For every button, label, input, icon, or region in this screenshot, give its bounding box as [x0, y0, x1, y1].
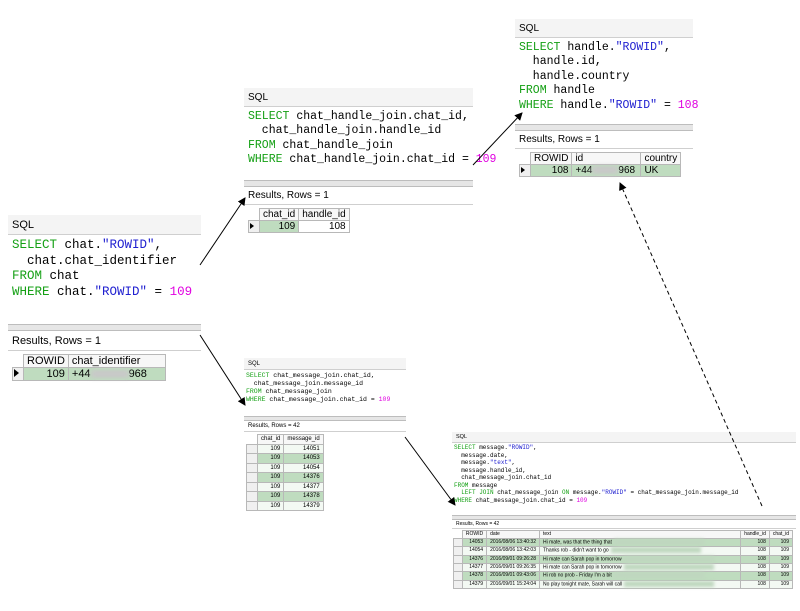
chat-message-join-panel: SQL SELECT chat_message_join.chat_id, ch…	[244, 358, 406, 513]
sql-line: FROM chat_handle_join	[248, 138, 393, 152]
table-cell[interactable]: Hi mate can Sarah pop in tomorrow	[538, 562, 742, 573]
message-query-panel: SQL SELECT message."ROWID", message.date…	[452, 432, 796, 605]
handle-query-panel: SQL SELECT handle."ROWID", handle.id, ha…	[515, 19, 699, 177]
sql-line: SELECT chat_message_join.chat_id,	[246, 372, 375, 379]
sql-line: chat_message_join.chat_id	[454, 474, 552, 481]
table-cell[interactable]: 109	[256, 500, 285, 511]
sql-editor[interactable]: SELECT chat."ROWID", chat.chat_identifie…	[8, 235, 201, 324]
column-header[interactable]: country	[640, 152, 682, 165]
table-row[interactable]: 109 108	[248, 220, 350, 233]
arrow-handle-join-to-handle	[472, 112, 523, 166]
row-pointer-icon	[14, 369, 19, 377]
arrow-message-to-handle	[619, 182, 763, 507]
sql-label: SQL	[244, 88, 473, 107]
sql-editor[interactable]: SELECT chat_message_join.chat_id, chat_m…	[244, 370, 406, 416]
sql-line: SELECT chat_handle_join.chat_id,	[248, 110, 469, 123]
arrow-chat-to-handle-join	[199, 197, 246, 266]
cell-chat-id[interactable]: 109	[258, 220, 300, 233]
cell-rowid[interactable]: 109	[23, 367, 69, 381]
arrow-message-join-to-message	[404, 436, 456, 506]
sql-line: handle.id,	[519, 55, 602, 69]
sql-line: chat_handle_join.handle_id	[248, 124, 442, 138]
sql-line: handle.country	[519, 69, 630, 83]
results-label: Results, Rows = 1	[244, 187, 473, 205]
redacted-block	[623, 555, 714, 562]
redacted-block	[610, 547, 701, 554]
redacted-block	[592, 166, 619, 175]
cell-country[interactable]: UK	[640, 164, 682, 177]
sql-line: message."text",	[454, 459, 516, 466]
sql-line: FROM chat	[12, 269, 80, 284]
redacted-block	[613, 572, 704, 579]
row-pointer-icon	[250, 223, 254, 229]
table-cell[interactable]: Hi rob no prob - Friday I'm a bit	[538, 571, 742, 581]
row-pointer-icon	[521, 167, 525, 173]
chat-handle-join-panel: SQL SELECT chat_handle_join.chat_id, cha…	[244, 88, 496, 236]
table-cell[interactable]: 14379	[283, 500, 324, 511]
results-label: Results, Rows = 1	[8, 331, 201, 351]
column-header[interactable]: chat_id	[258, 208, 300, 221]
sql-editor[interactable]: SELECT handle."ROWID", handle.id, handle…	[515, 38, 699, 124]
sql-line: message.handle_id,	[454, 466, 527, 474]
results-label: Results, Rows = 1	[515, 131, 693, 149]
table-cell[interactable]: 14379	[461, 579, 488, 589]
sql-label: SQL	[515, 19, 693, 38]
column-header[interactable]: ROWID	[23, 354, 69, 368]
chat-query-panel: SQL SELECT chat."ROWID", chat.chat_ident…	[8, 215, 201, 383]
redacted-block	[623, 563, 714, 570]
sql-line: SELECT chat."ROWID",	[12, 238, 163, 252]
sql-label: SQL	[452, 432, 796, 443]
sql-line: chat_message_join.message_id	[246, 380, 364, 388]
sql-line: message.date,	[454, 451, 509, 459]
cell-handle-id[interactable]: 108	[298, 220, 350, 233]
table-cell[interactable]: 109	[768, 579, 794, 589]
sql-editor[interactable]: SELECT message."ROWID", message.date, me…	[452, 443, 796, 515]
table-cell[interactable]: Hi mate, was that the thing that	[538, 537, 742, 548]
sql-label: SQL	[244, 358, 406, 370]
sql-line: chat.chat_identifier	[12, 253, 178, 268]
table-cell[interactable]: No play tonight mate, Sarah will call	[538, 579, 742, 589]
sql-line: FROM chat_message_join	[246, 388, 332, 396]
redacted-block	[624, 580, 715, 587]
results-grid[interactable]: chat_id handle_id 109 108	[248, 208, 350, 233]
sql-line: FROM message	[454, 481, 498, 489]
sql-line: FROM handle	[519, 84, 595, 98]
cell-rowid[interactable]: 108	[529, 164, 573, 177]
redacted-block	[90, 370, 129, 379]
sql-line: WHERE chat_message_join.chat_id = 109	[246, 396, 391, 404]
sql-line: WHERE handle."ROWID" = 108	[519, 98, 699, 112]
arrow-chat-to-message-join	[199, 334, 246, 406]
results-label: Results, Rows = 42	[244, 421, 406, 432]
column-header[interactable]: handle_id	[298, 208, 350, 221]
sql-line: SELECT handle."ROWID",	[519, 41, 671, 54]
sql-line: WHERE chat."ROWID" = 109	[12, 284, 193, 299]
sql-label: SQL	[8, 215, 201, 235]
table-cell[interactable]: Hi mate can Sarah pop in tomorrow	[538, 554, 742, 565]
table-cell[interactable]: Thanks rob - didn't want to go	[538, 546, 742, 556]
sql-line: WHERE chat_message_join.chat_id = 109	[454, 496, 588, 504]
results-label: Results, Rows = 42	[452, 520, 796, 529]
sql-line: SELECT message."ROWID",	[454, 444, 537, 451]
sql-editor[interactable]: SELECT chat_handle_join.chat_id, chat_ha…	[244, 107, 496, 180]
sql-line: LEFT JOIN chat_message_join ON message."…	[454, 489, 739, 496]
redacted-block	[613, 539, 704, 545]
